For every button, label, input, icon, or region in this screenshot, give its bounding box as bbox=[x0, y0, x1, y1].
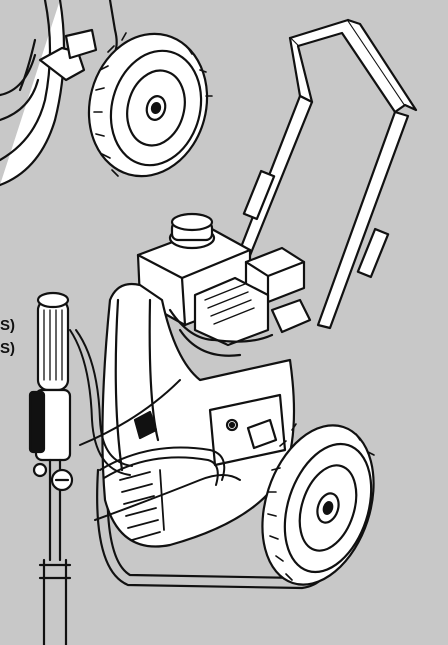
inset-wheel bbox=[87, 32, 213, 178]
engine bbox=[136, 212, 312, 357]
hoses bbox=[69, 329, 241, 521]
grille bbox=[119, 469, 165, 541]
callout-label-1: S) bbox=[0, 317, 15, 334]
inset-sprayer bbox=[0, 0, 213, 187]
pump-body bbox=[101, 282, 296, 548]
rear-wheel bbox=[261, 423, 375, 586]
pump-column bbox=[28, 291, 74, 645]
callout-label-2: S) bbox=[0, 340, 15, 357]
control-knob bbox=[225, 418, 278, 450]
